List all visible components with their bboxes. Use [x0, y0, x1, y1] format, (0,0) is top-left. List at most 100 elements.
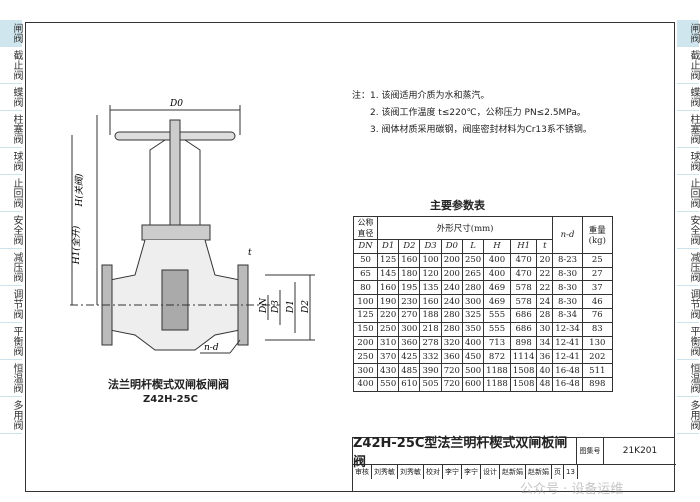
table-cell: 610: [398, 376, 421, 392]
label-d1: D1: [286, 300, 296, 314]
table-cell: 578: [509, 294, 538, 309]
title-block: Z42H-25C型法兰明杆楔式双闸板闸阀 图集号 21K201 审核刘秀敏刘秀敏…: [352, 436, 676, 492]
table-cell: 1188: [483, 376, 511, 392]
table-cell: 8-30: [552, 266, 583, 282]
table-cell: 20: [536, 252, 554, 268]
table-cell: 80: [353, 280, 378, 296]
col-header-h: H: [483, 239, 511, 254]
table-cell: 65: [353, 266, 378, 282]
table-cell: 390: [419, 363, 442, 378]
table-cell: 12-41: [552, 335, 583, 351]
col-header-d1: D1: [376, 239, 400, 254]
table-cell: 125: [376, 252, 400, 268]
side-tabs-left: 闸阀截止阀蝶阀柱塞阀球阀止回阀安全阀减压阀调节阀平衡阀恒温阀多用阀: [0, 20, 22, 434]
side-tab[interactable]: 平衡阀: [0, 323, 22, 360]
note-2: 2. 该阀工作温度 t≤220℃，公称压力 PN≤2.5MPa。: [370, 108, 586, 118]
table-cell: 36: [536, 349, 554, 365]
side-tab[interactable]: 安全阀: [677, 212, 699, 249]
table-cell: 332: [419, 349, 442, 365]
table-cell: 230: [398, 294, 421, 309]
side-tab[interactable]: 柱塞阀: [0, 111, 22, 148]
table-cell: 280: [461, 280, 485, 296]
table-cell: 505: [419, 376, 442, 392]
table-cell: 1188: [483, 363, 511, 378]
side-tab[interactable]: 截止阀: [677, 47, 699, 84]
table-cell: 48: [536, 376, 554, 392]
label-d3: D3: [271, 300, 281, 314]
table-cell: 300: [398, 321, 421, 337]
side-tab[interactable]: 球阀: [677, 148, 699, 175]
table-cell: 220: [376, 307, 400, 323]
table-cell: 188: [419, 307, 442, 323]
table-cell: 30: [536, 321, 554, 337]
side-tab[interactable]: 调节阀: [0, 286, 22, 323]
side-tab[interactable]: 恒温阀: [0, 360, 22, 397]
signature-field: 13: [564, 465, 578, 479]
signature-field: 李宁: [443, 465, 462, 479]
side-tab[interactable]: 调节阀: [677, 286, 699, 323]
signature-field: 设计: [481, 465, 500, 479]
table-cell: 83: [581, 321, 613, 337]
side-tab[interactable]: 柱塞阀: [677, 111, 699, 148]
table-cell: 370: [376, 349, 400, 365]
side-tab[interactable]: 止回阀: [0, 175, 22, 212]
table-cell: 686: [509, 321, 538, 337]
table-cell: 898: [581, 376, 613, 392]
table-cell: 76: [581, 307, 613, 323]
table-cell: 469: [483, 280, 511, 296]
table-cell: 250: [376, 321, 400, 337]
note-1: 1. 该阀适用介质为水和蒸汽。: [370, 91, 490, 101]
table-cell: 280: [440, 307, 463, 323]
side-tab[interactable]: 截止阀: [0, 47, 22, 84]
table-cell: 300: [353, 363, 378, 378]
header-dn: 公称直径: [353, 216, 378, 240]
side-tab[interactable]: 闸阀: [0, 20, 22, 47]
table-cell: 180: [398, 266, 421, 282]
table-cell: 469: [483, 294, 511, 309]
table-cell: 400: [483, 266, 511, 282]
table-cell: 50: [353, 252, 378, 268]
table-cell: 40: [536, 363, 554, 378]
side-tab[interactable]: 减压阀: [0, 249, 22, 286]
side-tab[interactable]: 闸阀: [677, 20, 699, 47]
side-tab[interactable]: 蝶阀: [677, 84, 699, 111]
table-cell: 240: [440, 294, 463, 309]
drawing-frame: [25, 22, 675, 492]
table-cell: 8-30: [552, 294, 583, 309]
table-cell: 22: [536, 280, 554, 296]
atlas-label: 图集号: [576, 438, 604, 465]
table-title: 主要参数表: [430, 199, 485, 212]
side-tab[interactable]: 安全阀: [0, 212, 22, 249]
side-tab[interactable]: 多用阀: [0, 397, 22, 434]
table-cell: 125: [353, 307, 378, 323]
valve-drawing: D0 H(关阀) H1(全开) t DN D3 D1 D2 n-d: [70, 99, 315, 354]
label-nd: n-d: [204, 343, 219, 353]
table-cell: 555: [483, 321, 511, 337]
side-tab[interactable]: 蝶阀: [0, 84, 22, 111]
signature-field: 页: [552, 465, 564, 479]
table-cell: 470: [509, 252, 538, 268]
table-cell: 22: [536, 266, 554, 282]
table-cell: 8-30: [552, 280, 583, 296]
col-header-d3: D3: [419, 239, 442, 254]
side-tab[interactable]: 恒温阀: [677, 360, 699, 397]
side-tab[interactable]: 减压阀: [677, 249, 699, 286]
side-tab[interactable]: 止回阀: [677, 175, 699, 212]
table-cell: 278: [419, 335, 442, 351]
side-tab[interactable]: 平衡阀: [677, 323, 699, 360]
table-cell: 325: [461, 307, 485, 323]
table-cell: 8-23: [552, 252, 583, 268]
table-cell: 190: [376, 294, 400, 309]
label-h: H(关阀): [74, 173, 85, 207]
signature-field: 校对: [424, 465, 443, 479]
side-tab[interactable]: 多用阀: [677, 397, 699, 434]
signature-field: 刘秀敏: [372, 465, 398, 479]
side-tab[interactable]: 球阀: [0, 148, 22, 175]
signature-field: 李宁: [462, 465, 481, 479]
